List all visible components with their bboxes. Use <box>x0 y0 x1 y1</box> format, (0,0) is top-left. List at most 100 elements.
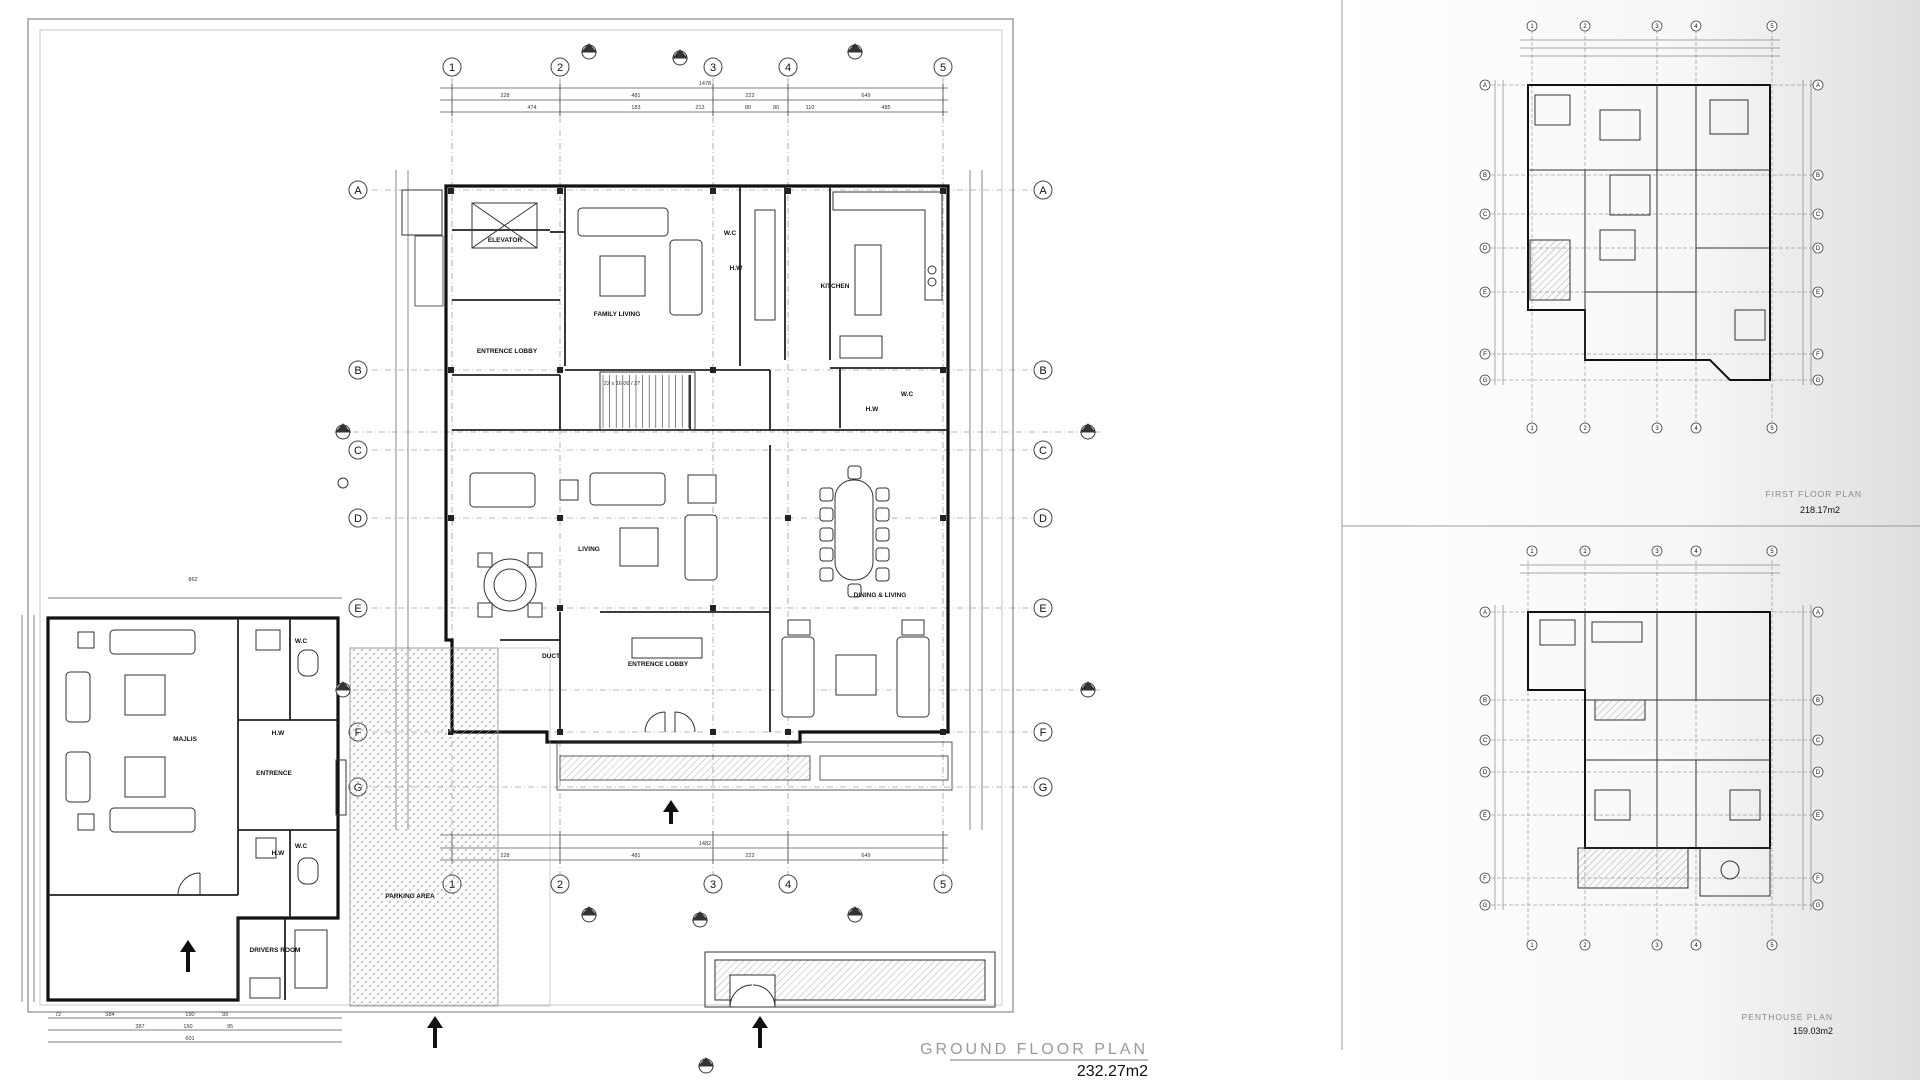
ph-grid-col-top-3-label: 3 <box>1655 549 1659 555</box>
ff-grid-col-bottom-5-bubble <box>1766 422 1778 434</box>
ff-grid-row-right-A-bubble <box>1812 79 1824 91</box>
ph-grid-row-right-A-label: A <box>1816 610 1820 616</box>
gf-grid-col-top-1-bubble <box>442 57 462 77</box>
dim-stair: 22 x 16.00 / 27 <box>604 381 640 387</box>
gf-grid-col-top-3-label: 3 <box>710 62 716 74</box>
gf-grid-row-right-D-bubble <box>1033 508 1053 528</box>
ph-grid-col-bottom-2-label: 2 <box>1583 943 1587 949</box>
ph-grid-row-left-C-label: C <box>1483 738 1488 744</box>
ph-grid-row-left-F-bubble <box>1479 872 1491 884</box>
ph-grid-row-left-G-label: G <box>1483 903 1488 909</box>
ph-grid-row-left-C-bubble <box>1479 734 1491 746</box>
ff-grid-col-bottom-4-label: 4 <box>1694 426 1698 432</box>
gf-grid-row-left-B-label: B <box>354 365 361 377</box>
ff-grid-col-bottom-4-bubble <box>1690 422 1702 434</box>
room-label-drivers-room: DRIVERS ROOM <box>250 947 301 954</box>
gf-grid-col-top-1-label: 1 <box>449 62 455 74</box>
dim-majlis-b1: 72 <box>55 1012 61 1018</box>
ph-grid-row-right-D-bubble <box>1812 766 1824 778</box>
ph-grid-col-top-5-label: 5 <box>1770 549 1774 555</box>
ff-grid-col-bottom-1-label: 1 <box>1530 426 1534 432</box>
room-label-wc-top: W.C <box>724 230 737 237</box>
ground-floor-area: 232.27m2 <box>1077 1063 1148 1080</box>
gf-grid-row-right-D-label: D <box>1039 513 1047 525</box>
room-label-duct: DUCT <box>542 653 560 660</box>
gf-grid-row-right-B-bubble <box>1033 360 1053 380</box>
ph-grid-col-bottom-1-label: 1 <box>1530 943 1534 949</box>
dim-majlis-s2: 150 <box>183 1024 192 1030</box>
room-label-wc-a1: W.C <box>295 638 308 645</box>
ff-grid-row-left-C-bubble <box>1479 208 1491 220</box>
dim-top-2: 481 <box>631 93 640 99</box>
first-floor-area: 218.17m2 <box>1800 505 1840 515</box>
dim-majlis-b2: 384 <box>105 1012 114 1018</box>
ff-grid-col-top-4-label: 4 <box>1694 24 1698 30</box>
ff-grid-row-right-C-label: C <box>1816 212 1821 218</box>
gf-grid-row-right-F-bubble <box>1033 722 1053 742</box>
ff-grid-col-bottom-3-bubble <box>1651 422 1663 434</box>
ff-grid-row-right-A-label: A <box>1816 83 1820 89</box>
ff-grid-col-bottom-2-label: 2 <box>1583 426 1587 432</box>
ff-grid-col-top-5-bubble <box>1766 20 1778 32</box>
room-label-hw-a: H.W <box>272 730 286 737</box>
ph-grid-row-left-E-label: E <box>1483 813 1487 819</box>
parking-area <box>349 647 499 1007</box>
dim-majlis-total: 862 <box>188 577 197 583</box>
dim-top-total: 1478 <box>699 81 711 87</box>
room-label-entrance-lobby-bottom: ENTRENCE LOBBY <box>628 661 689 668</box>
ff-grid-row-right-B-bubble <box>1812 169 1824 181</box>
dim-top-3: 222 <box>745 93 754 99</box>
room-label-family-living: FAMILY LIVING <box>594 311 641 318</box>
gf-grid-row-left-E-label: E <box>354 603 361 615</box>
room-label-dining-living: DINING & LIVING <box>854 592 907 599</box>
gf-grid-row-right-E-bubble <box>1033 598 1053 618</box>
penthouse-title: PENTHOUSE PLAN <box>1742 1012 1833 1022</box>
ff-grid-row-left-D-label: D <box>1483 246 1488 252</box>
room-label-hw-top: H.W <box>730 265 744 272</box>
room-label-elevator: ELEVATOR <box>488 237 523 244</box>
dining-chair <box>819 567 834 582</box>
ph-grid-col-top-5-bubble <box>1766 545 1778 557</box>
ff-grid-row-left-F-label: F <box>1483 352 1487 358</box>
ph-grid-col-top-4-label: 4 <box>1694 549 1698 555</box>
ff-grid-row-right-F-bubble <box>1812 348 1824 360</box>
room-label-parking-area: PARKING AREA <box>385 893 435 900</box>
gf-grid-col-top-5-bubble <box>933 57 953 77</box>
ff-grid-row-left-C-label: C <box>1483 212 1488 218</box>
ff-grid-row-left-E-bubble <box>1479 286 1491 298</box>
dim-bottom-4: 649 <box>861 853 870 859</box>
gf-grid-row-right-B-label: B <box>1039 365 1046 377</box>
ff-grid-row-left-E-label: E <box>1483 290 1487 296</box>
ph-grid-row-right-G-label: G <box>1816 903 1821 909</box>
gf-grid-row-left-C-label: C <box>354 445 362 457</box>
ff-grid-row-right-G-label: G <box>1816 378 1821 384</box>
ph-grid-row-right-G-bubble <box>1812 899 1824 911</box>
room-label-wc-right: W.C <box>901 391 914 398</box>
first-floor-title: FIRST FLOOR PLAN <box>1765 489 1862 499</box>
dim-bottom-1: 228 <box>500 853 509 859</box>
dim-top-1: 228 <box>500 93 509 99</box>
gf-grid-col-top-4-label: 4 <box>785 62 791 74</box>
ph-grid-row-left-A-label: A <box>1483 610 1487 616</box>
gf-grid-row-left-A-bubble <box>348 180 368 200</box>
dim-sub-6: 110 <box>806 105 815 111</box>
dim-majlis-s3: 95 <box>227 1024 233 1030</box>
ph-grid-row-left-B-bubble <box>1479 694 1491 706</box>
gf-grid-col-top-5-label: 5 <box>940 62 946 74</box>
ph-grid-row-right-E-label: E <box>1816 813 1820 819</box>
ff-grid-col-top-4-bubble <box>1690 20 1702 32</box>
room-label-kitchen: KITCHEN <box>821 283 850 290</box>
gf-grid-col-top-3-bubble <box>703 57 723 77</box>
ff-grid-col-top-1-label: 1 <box>1530 24 1534 30</box>
dining-chair <box>875 487 890 502</box>
ff-grid-col-top-1-bubble <box>1526 20 1538 32</box>
dining-chair <box>875 507 890 522</box>
gf-grid-row-right-F-label: F <box>1040 727 1047 739</box>
dim-top-4: 649 <box>861 93 870 99</box>
ph-grid-row-right-C-bubble <box>1812 734 1824 746</box>
gf-grid-row-left-B-bubble <box>348 360 368 380</box>
dining-chair <box>819 487 834 502</box>
